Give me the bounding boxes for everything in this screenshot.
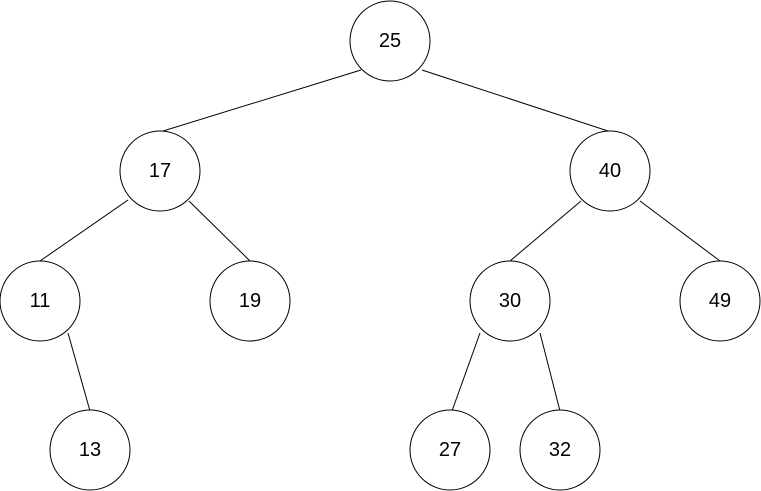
edge-25-17	[162, 69, 362, 132]
tree-node-17: 17	[119, 130, 201, 212]
node-circle	[409, 409, 491, 491]
tree-node-19: 19	[209, 260, 291, 342]
node-circle	[209, 260, 291, 342]
edge-30-32	[539, 332, 561, 412]
node-circle	[0, 260, 81, 342]
edge-17-19	[188, 200, 251, 262]
node-label: 11	[30, 290, 51, 312]
edge-30-27	[451, 332, 481, 412]
node-label: 27	[439, 439, 461, 461]
node-circle	[119, 130, 201, 212]
tree-node-11: 11	[0, 260, 81, 342]
node-circle	[469, 260, 551, 342]
node-label: 13	[79, 439, 101, 461]
node-circle	[679, 260, 761, 342]
node-label: 30	[499, 290, 521, 312]
edge-40-49	[639, 200, 721, 262]
node-label: 40	[599, 160, 621, 182]
tree-node-25: 25	[349, 0, 431, 82]
node-label: 19	[239, 290, 261, 312]
edge-25-40	[421, 69, 609, 132]
tree-edges	[39, 69, 721, 412]
node-circle	[349, 0, 431, 82]
edge-11-13	[67, 332, 91, 412]
tree-node-32: 32	[519, 409, 601, 491]
tree-node-30: 30	[469, 260, 551, 342]
edge-40-30	[509, 200, 582, 262]
tree-node-13: 13	[49, 409, 131, 491]
node-circle	[569, 130, 651, 212]
node-circle	[49, 409, 131, 491]
node-label: 32	[549, 439, 571, 461]
node-circle	[519, 409, 601, 491]
node-label: 49	[709, 290, 731, 312]
tree-node-49: 49	[679, 260, 761, 342]
node-label: 25	[379, 30, 401, 52]
node-label: 17	[149, 160, 171, 182]
tree-node-40: 40	[569, 130, 651, 212]
tree-node-27: 27	[409, 409, 491, 491]
edge-17-11	[39, 199, 129, 262]
